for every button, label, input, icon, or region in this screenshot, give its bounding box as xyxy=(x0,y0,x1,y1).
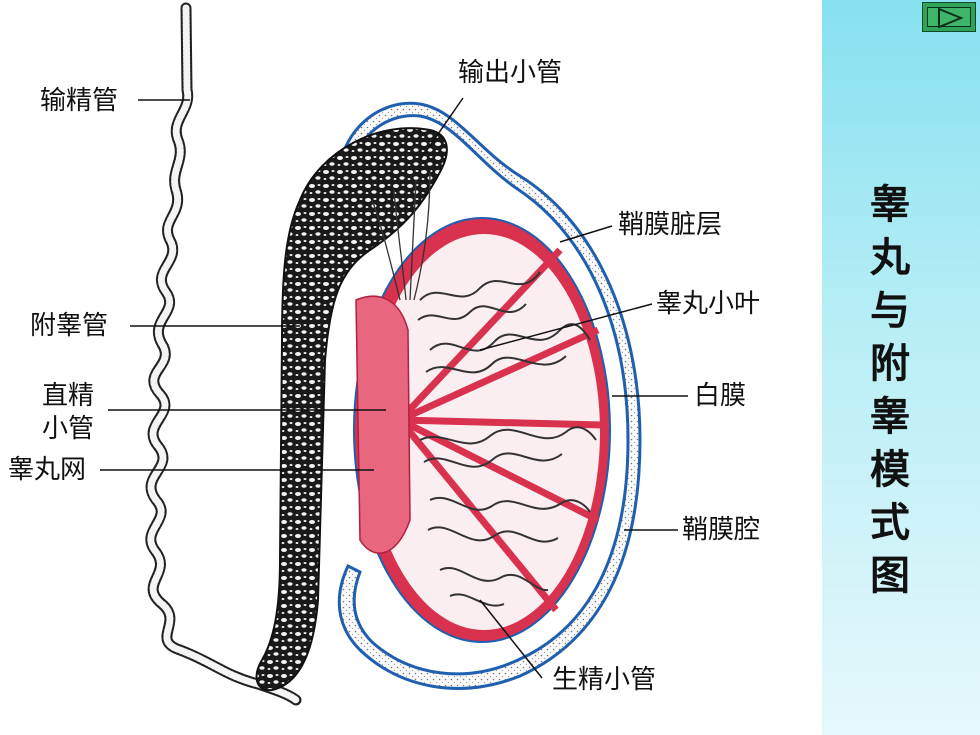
label-tubuli-recti: 直精 小管 xyxy=(42,381,95,444)
rete-testis xyxy=(355,295,411,554)
vas-deferens-tube xyxy=(145,2,302,706)
label-seminiferous-tubules: 生精小管 xyxy=(552,665,657,695)
label-rete-testis: 睾丸网 xyxy=(8,455,87,485)
play-button[interactable] xyxy=(922,2,976,32)
label-epididymal-duct: 附睾管 xyxy=(30,311,109,341)
leader-lines xyxy=(100,97,688,679)
label-vaginal-cavity: 鞘膜腔 xyxy=(682,515,761,545)
epididymis xyxy=(255,127,448,692)
slide-title: 睾丸与附睾模式图 xyxy=(870,181,910,599)
label-vas-deferens: 输精管 xyxy=(40,86,119,116)
tunica-vaginalis-outer xyxy=(336,101,642,690)
label-visceral-layer: 鞘膜脏层 xyxy=(618,210,723,240)
play-icon xyxy=(938,8,963,28)
side-panel xyxy=(822,0,980,735)
label-tunica-albuginea: 白膜 xyxy=(694,381,747,411)
testis-diagram xyxy=(100,2,688,706)
label-lobule: 睾丸小叶 xyxy=(656,289,761,319)
label-efferent-ductules: 输出小管 xyxy=(458,58,563,88)
efferent-ductules xyxy=(371,169,431,301)
